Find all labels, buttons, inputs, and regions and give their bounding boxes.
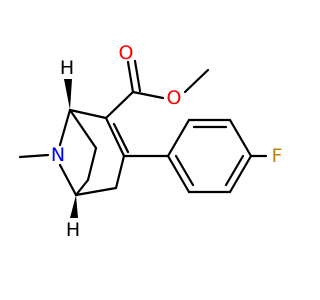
bond-carbonyl-o-ester (131, 90, 165, 100)
bond-c1-c7 (68, 108, 98, 150)
aryl-bond-4 (228, 154, 253, 194)
bond-c1-n (58, 108, 72, 147)
atom-hydrogen-top: H (60, 57, 74, 79)
structure-canvas: O O N F H H (18, 42, 283, 241)
atom-fluorine: F (272, 145, 283, 167)
bond-c2-c3-double (112, 122, 130, 154)
bond-n-methyl (18, 153, 50, 159)
bond-c3-c4 (114, 154, 126, 190)
aryl-bond-6 (166, 154, 191, 194)
bond-c4-c5 (74, 186, 118, 197)
atom-oxygen-ester: O (167, 87, 182, 109)
bond-n-c5 (58, 163, 78, 197)
aryl-inner-2 (224, 154, 245, 187)
atom-oxygen-carbonyl: O (119, 42, 134, 64)
molecule-diagram: O O N F H H (18, 42, 283, 241)
aryl-inner-3 (174, 154, 195, 187)
wedge-bond-top (64, 79, 72, 110)
bond-c7-c6 (86, 146, 98, 182)
aryl-bond-1 (166, 118, 191, 158)
wedge-bond-bottom (70, 195, 78, 218)
aryl-bond-3 (228, 118, 253, 158)
fluorophenyl-ring (122, 118, 268, 194)
atom-nitrogen: N (51, 144, 65, 166)
bond-c6-c5 (74, 178, 90, 197)
bond-c2-carbonyl (104, 90, 135, 120)
bond-carbonyl-o-double-a (126, 60, 135, 94)
ester-group (104, 59, 210, 120)
bond-c2-c3 (104, 116, 126, 158)
bond-carbonyl-o-double-b (133, 59, 142, 93)
bond-o-methyl (183, 68, 210, 94)
skeleton-bonds (18, 108, 130, 197)
atom-hydrogen-bottom: H (66, 219, 80, 241)
bond-c1-c2 (68, 108, 108, 120)
